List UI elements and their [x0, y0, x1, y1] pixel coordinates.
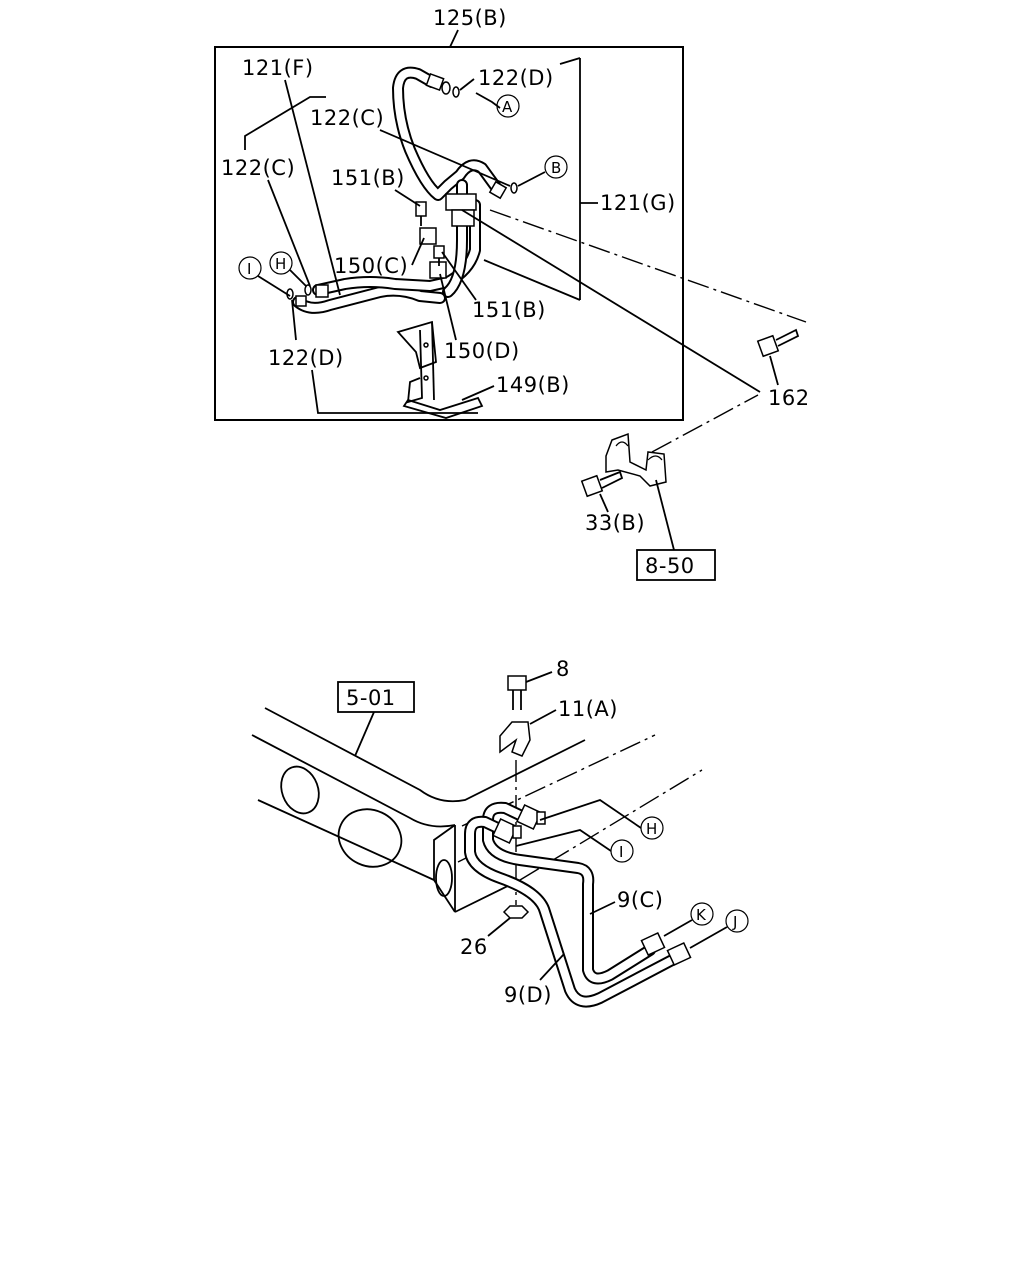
ref-box-5-01	[337, 681, 415, 713]
nut-26	[502, 905, 530, 919]
ref-label-8-50: 8-50	[645, 554, 695, 578]
label-122d-top: 122(D)	[478, 66, 554, 90]
svg-text:H: H	[275, 255, 286, 273]
callout-h: H	[269, 251, 307, 287]
label-122c-upper: 122(C)	[310, 106, 384, 130]
callout-h-bottom: H	[539, 799, 664, 840]
callout-a: A	[496, 94, 520, 118]
svg-text:J: J	[732, 913, 737, 931]
label-151b-upper: 151(B)	[331, 166, 405, 190]
ref-label-5-01: 5-01	[346, 686, 396, 710]
label-150d: 150(D)	[444, 339, 520, 363]
label-149b: 149(B)	[496, 373, 570, 397]
label-150c: 150(C)	[334, 254, 408, 278]
clamp-8-50	[605, 432, 667, 487]
assembly-frame	[214, 46, 684, 421]
callout-i: I	[238, 256, 291, 297]
label-122d-bottom: 122(D)	[268, 346, 344, 370]
bottom-assembly: 5-01 8 11(A) 26	[251, 657, 749, 1008]
label-11a: 11(A)	[558, 697, 618, 721]
svg-text:I: I	[247, 260, 251, 278]
label-9c: 9(C)	[617, 888, 663, 912]
label-151b-lower: 151(B)	[472, 298, 546, 322]
callout-k: K	[663, 902, 714, 937]
label-121g: 121(G)	[600, 191, 676, 215]
bolt-8	[507, 675, 527, 710]
assembly-label-125b: 125(B)	[433, 6, 507, 30]
callout-i-bottom: I	[515, 829, 634, 863]
svg-text:H: H	[646, 820, 657, 838]
bolt-33b	[580, 470, 624, 498]
label-122c-left: 122(C)	[221, 156, 295, 180]
label-8: 8	[556, 657, 570, 681]
callout-j: J	[689, 909, 749, 949]
bolt-162	[756, 328, 800, 358]
label-162: 162	[768, 386, 810, 410]
label-26: 26	[460, 935, 488, 959]
callout-b: B	[517, 155, 568, 187]
label-121f: 121(F)	[242, 56, 314, 80]
svg-text:B: B	[551, 159, 561, 177]
top-assembly: 125(B)	[214, 6, 810, 581]
svg-text:K: K	[696, 906, 707, 924]
svg-text:I: I	[619, 843, 623, 861]
clamp-11a	[499, 721, 531, 757]
ref-box-8-50	[636, 549, 716, 581]
label-9d: 9(D)	[504, 983, 552, 1007]
label-33b: 33(B)	[585, 511, 645, 535]
svg-text:A: A	[502, 98, 513, 116]
